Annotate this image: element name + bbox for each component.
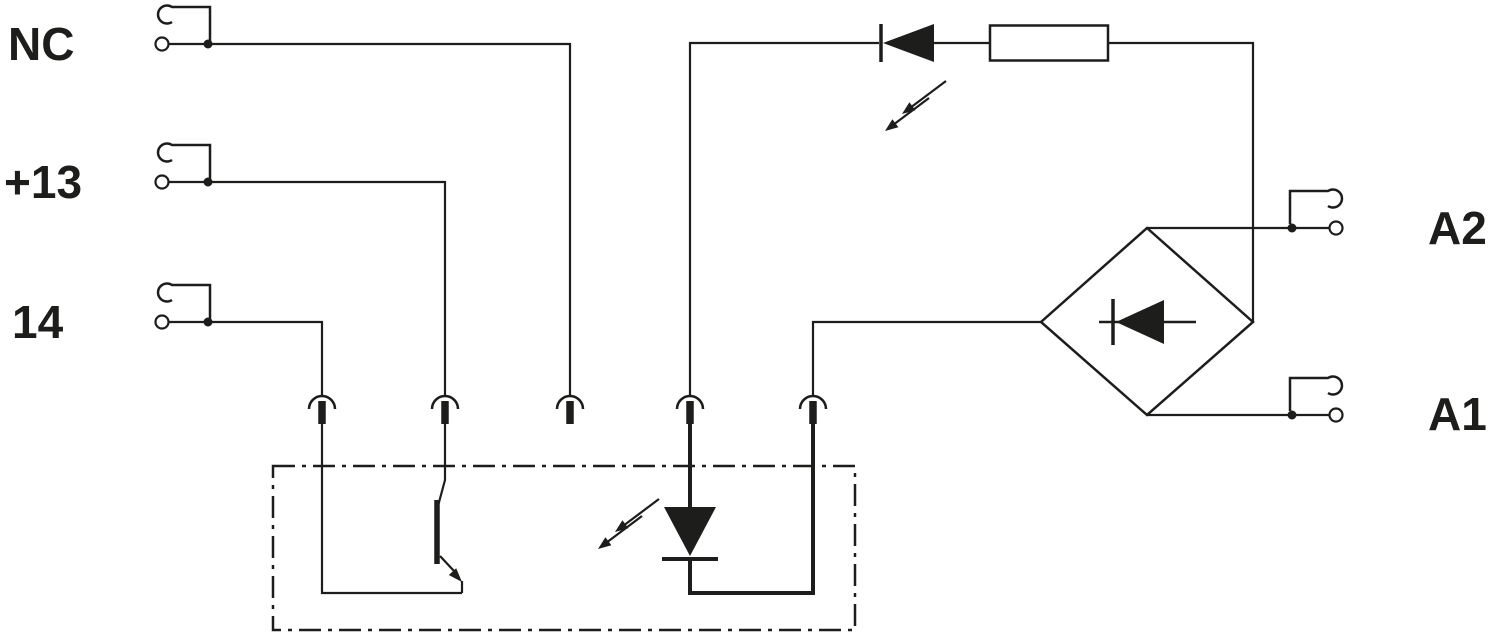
- terminal-clamp-a1: [1287, 375, 1344, 423]
- status-led-return-wire: [688, 424, 815, 595]
- light-emission-arrow-icon: [596, 514, 644, 551]
- bridge-diamond: [1039, 226, 1255, 417]
- light-emission-arrow-icon: [613, 497, 661, 534]
- resistor-icon: [988, 24, 1110, 62]
- bridge-diode-triangle: [1116, 300, 1164, 344]
- indicator-led-icon: [879, 24, 948, 133]
- wire-bridge-left-to-plug5: [811, 320, 1041, 396]
- clamp-hook-icon: [156, 282, 212, 320]
- label-terminal-nc: NC: [8, 18, 74, 70]
- clamp-test-opening-icon: [1328, 220, 1344, 236]
- transistor-collector-wire: [320, 424, 462, 595]
- clamp-test-opening-icon: [154, 174, 170, 190]
- plug-socket-arc-icon: [307, 394, 337, 410]
- led-triangle: [883, 24, 934, 62]
- bridge-rectifier-icon: [1039, 226, 1255, 417]
- transistor-collector-lead: [436, 424, 447, 507]
- wire-plus13-to-plug2: [168, 180, 447, 396]
- module-boundary-box: [271, 464, 857, 632]
- output-transistor-icon: [320, 424, 464, 595]
- clamp-hook-icon: [1288, 188, 1344, 224]
- plug-contact-2: [430, 394, 460, 424]
- module-status-led-icon: [596, 424, 815, 595]
- plug-contact-4: [675, 394, 705, 424]
- label-terminal-a1: A1: [1428, 388, 1487, 440]
- plug-contact-5: [798, 394, 828, 424]
- wire-plug4-to-led: [688, 41, 879, 396]
- plug-contact-1: [307, 394, 337, 424]
- clamp-hook-icon: [1288, 375, 1344, 411]
- clamp-hook-icon: [156, 4, 212, 42]
- wire-nc-to-plug3: [168, 42, 572, 396]
- wire-14-to-plug1: [168, 320, 324, 396]
- plug-socket-arc-icon: [430, 394, 460, 410]
- terminal-clamp-nc: [154, 4, 213, 52]
- plug-contact-3: [555, 394, 585, 424]
- transistor-emitter-lead: [439, 555, 455, 572]
- label-terminal-14: 14: [12, 296, 64, 348]
- label-terminal-plus13: +13: [4, 156, 82, 208]
- plug-socket-arc-icon: [555, 394, 585, 410]
- clamp-test-opening-icon: [1328, 407, 1344, 423]
- plug-socket-arc-icon: [798, 394, 828, 410]
- status-led-triangle: [664, 507, 716, 556]
- terminal-clamp-14: [154, 282, 213, 330]
- clamp-test-opening-icon: [154, 314, 170, 330]
- label-terminal-a2: A2: [1428, 202, 1487, 254]
- light-emission-arrow-icon: [900, 79, 948, 116]
- clamp-test-opening-icon: [154, 36, 170, 52]
- clamp-hook-icon: [156, 142, 212, 180]
- light-emission-arrow-icon: [883, 96, 931, 133]
- transistor-emitter-arrow: [448, 568, 462, 582]
- plug-socket-arc-icon: [675, 394, 705, 410]
- wire-resistor-to-bridge-right: [1108, 41, 1255, 322]
